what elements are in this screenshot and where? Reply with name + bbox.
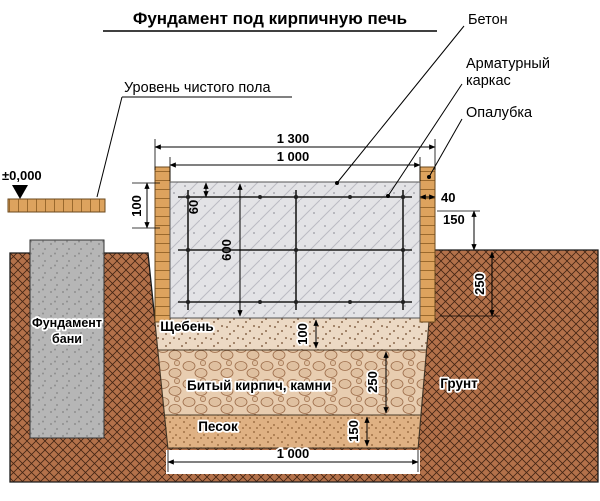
zero-level-label: ±0,000 [2, 168, 42, 183]
callout-floor-level: Уровень чистого пола [96, 80, 292, 198]
soil-label: Грунт [440, 376, 478, 391]
dim-bottom-width-value: 1 000 [277, 446, 310, 461]
dim-formwork-thickness-value: 40 [441, 190, 455, 205]
dim-above-ground-value: 150 [443, 212, 465, 227]
formwork-left [154, 166, 171, 323]
dimension-concrete-height: 600 [219, 183, 243, 317]
bath-foundation-label-line1: Фундамент [32, 316, 102, 330]
rebar-dots [185, 194, 406, 305]
concrete-callout-label: Бетон [468, 12, 508, 28]
bath-foundation-label-line2: бани [52, 332, 82, 346]
dimension-floor-offset: 100 [129, 182, 160, 229]
dim-gravel-thickness-value: 100 [295, 323, 310, 345]
gravel-label: Щебень [160, 319, 213, 334]
dim-rebar-cover-value: 60 [186, 200, 201, 214]
dim-below-ground-value: 250 [472, 273, 487, 295]
dimension-above-ground: 150 [437, 210, 480, 251]
dim-width-outer-value: 1 300 [277, 131, 310, 146]
dimension-gravel-thickness: 100 [293, 319, 319, 349]
floor-level-callout-label: Уровень чистого пола [124, 80, 271, 96]
rebar-cage [178, 190, 412, 310]
dimension-below-ground: 250 [440, 251, 500, 317]
dim-concrete-height-value: 600 [219, 239, 234, 261]
sand-label: Песок [198, 419, 238, 434]
dimension-rebar-cover: 60 [186, 182, 209, 214]
trench-layers [154, 317, 430, 449]
callout-formwork: Опалубка [427, 105, 533, 179]
level-mark-icon [12, 185, 28, 199]
callout-rebar: Арматурный каркас [386, 56, 550, 198]
broken-brick-label: Битый кирпич, камни [187, 378, 331, 393]
dim-width-inner-value: 1 000 [277, 149, 310, 164]
dimension-width-inner: 1 000 [169, 149, 421, 181]
floor-level-strip: ±0,000 [2, 168, 106, 213]
rebar-callout-label-line2: каркас [466, 73, 511, 89]
dim-floor-offset-value: 100 [129, 195, 144, 217]
dimension-bottom-width: 1 000 [167, 444, 419, 472]
dimension-width-outer: 1 300 [154, 131, 436, 170]
formwork-right [419, 166, 436, 323]
dimension-sand-thickness: 150 [344, 416, 370, 447]
sand-layer [164, 414, 422, 449]
title-text: Фундамент под кирпичную печь [133, 9, 407, 28]
rebar-callout-label-line1: Арматурный [466, 56, 550, 72]
formwork-callout-label: Опалубка [466, 105, 533, 121]
dimension-formwork-thickness: 40 [419, 190, 455, 205]
bath-foundation-block: Фундамент бани [29, 239, 105, 439]
callout-concrete: Бетон [335, 12, 508, 185]
page-title: Фундамент под кирпичную печь [103, 9, 437, 32]
dim-brick-layer-thickness-value: 250 [365, 371, 380, 393]
dim-sand-thickness-value: 150 [346, 420, 361, 442]
dimension-brick-layer-thickness: 250 [363, 351, 389, 414]
